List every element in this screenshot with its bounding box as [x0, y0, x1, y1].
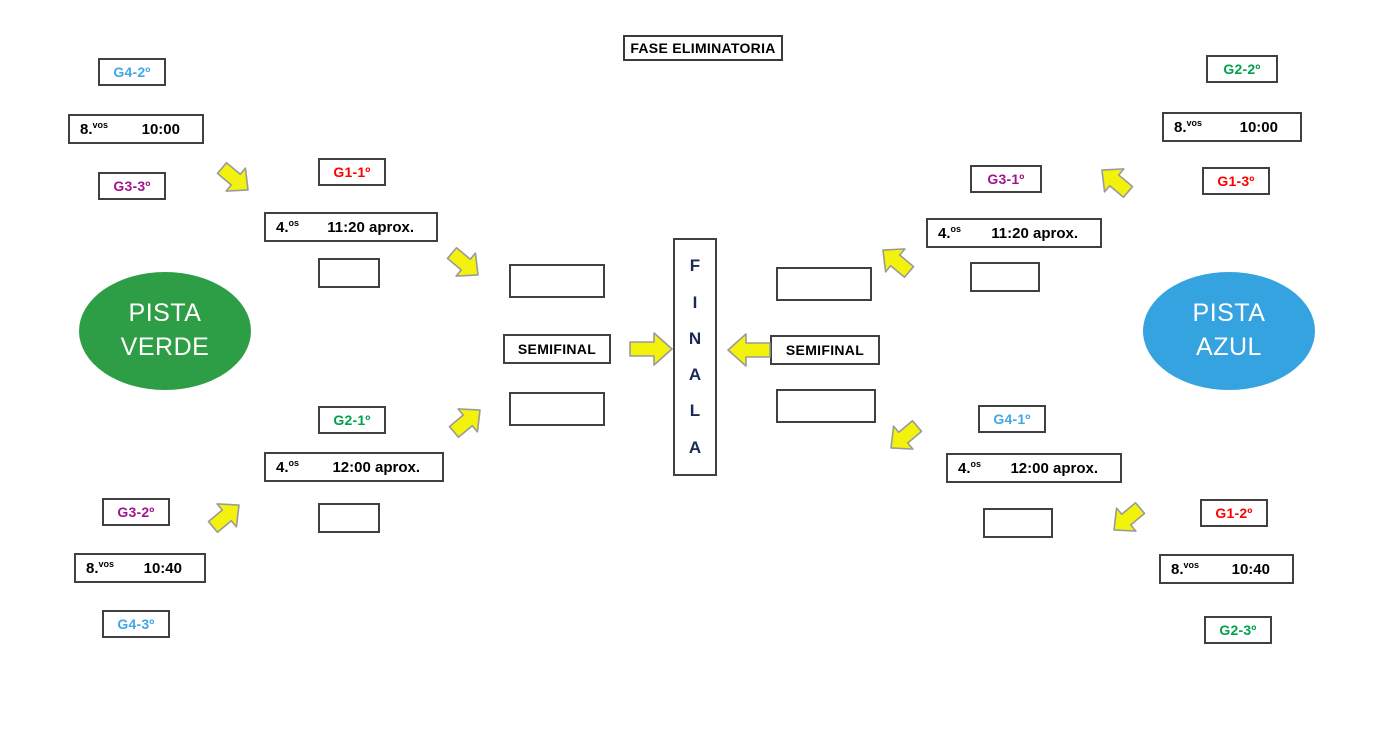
page-title: FASE ELIMINATORIA — [623, 35, 783, 61]
arrow-icon-right-8vos-1 — [1094, 160, 1136, 202]
arrow-icon-right-4os-2 — [883, 416, 925, 458]
match-time: 12:00 aprox. — [332, 458, 420, 476]
match-time: 10:40 — [143, 559, 182, 577]
team-label-right-8vos-1-b[interactable]: G1-3º — [1202, 167, 1270, 195]
arrow-icon-left-4os-2 — [446, 400, 488, 442]
match-right-8vos-1[interactable]: 8.vos 10:00 — [1162, 112, 1302, 142]
team-label-right-4os-2-seed[interactable]: G4-1º — [978, 405, 1046, 433]
match-time: 11:20 aprox. — [327, 218, 414, 236]
slot-right-4os-1-winner[interactable] — [970, 262, 1040, 292]
team-label-left-4os-1-seed[interactable]: G1-1º — [318, 158, 386, 186]
round-label: 4.os — [276, 218, 300, 236]
arrow-icon-left-4os-1 — [444, 243, 486, 285]
final-letter-6: A — [688, 437, 702, 457]
match-right-8vos-2[interactable]: 8.vos 10:40 — [1159, 554, 1294, 584]
team-label-right-4os-1-seed[interactable]: G3-1º — [970, 165, 1042, 193]
final-letter-2: I — [692, 292, 698, 312]
final-column[interactable]: F I N A L A — [673, 238, 717, 476]
arrow-icon-right-to-final — [726, 331, 772, 369]
round-label: 8.vos — [80, 120, 109, 138]
slot-left-semifinal-top[interactable] — [509, 264, 605, 298]
pista-azul-line1: PISTA — [1192, 299, 1266, 328]
final-letter-1: F — [689, 256, 701, 276]
match-right-semifinal[interactable]: SEMIFINAL — [770, 335, 880, 365]
arrow-icon-left-to-final — [628, 330, 674, 368]
team-label-right-8vos-1-a[interactable]: G2-2º — [1206, 55, 1278, 83]
round-label: 4.os — [276, 458, 300, 476]
slot-left-4os-1-winner[interactable] — [318, 258, 380, 288]
pista-azul-badge: PISTA AZUL — [1143, 272, 1315, 390]
arrow-icon-left-8vos-1 — [214, 158, 256, 200]
slot-left-semifinal-bottom[interactable] — [509, 392, 605, 426]
match-left-8vos-1[interactable]: 8.vos 10:00 — [68, 114, 204, 144]
match-time: 10:00 — [141, 120, 180, 138]
team-label-left-8vos-2-a[interactable]: G3-2º — [102, 498, 170, 526]
match-left-8vos-2[interactable]: 8.vos 10:40 — [74, 553, 206, 583]
pista-azul-line2: AZUL — [1196, 333, 1262, 361]
team-label-left-8vos-1-b[interactable]: G3-3º — [98, 172, 166, 200]
slot-right-semifinal-top[interactable] — [776, 267, 872, 301]
round-label: 4.os — [958, 459, 982, 477]
final-letter-3: N — [688, 328, 702, 348]
final-letter-5: L — [689, 401, 701, 421]
match-time: 11:20 aprox. — [991, 224, 1078, 242]
match-right-4os-1[interactable]: 4.os 11:20 aprox. — [926, 218, 1102, 248]
slot-right-4os-2-winner[interactable] — [983, 508, 1053, 538]
arrow-icon-right-8vos-2 — [1106, 498, 1148, 540]
match-time: 12:00 aprox. — [1010, 459, 1098, 477]
match-right-4os-2[interactable]: 4.os 12:00 aprox. — [946, 453, 1122, 483]
match-left-4os-2[interactable]: 4.os 12:00 aprox. — [264, 452, 444, 482]
round-label: 8.vos — [1171, 560, 1200, 578]
final-letter-4: A — [688, 365, 702, 385]
match-time: 10:40 — [1231, 560, 1270, 578]
team-label-left-8vos-1-a[interactable]: G4-2º — [98, 58, 166, 86]
pista-verde-line1: PISTA — [128, 299, 202, 328]
pista-verde-line2: VERDE — [120, 333, 210, 361]
round-label: 8.vos — [1174, 118, 1203, 136]
match-left-semifinal[interactable]: SEMIFINAL — [503, 334, 611, 364]
pista-verde-badge: PISTA VERDE — [79, 272, 251, 390]
arrow-icon-right-4os-1 — [875, 240, 917, 282]
arrow-icon-left-8vos-2 — [205, 495, 247, 537]
round-label: 4.os — [938, 224, 962, 242]
team-label-left-4os-2-seed[interactable]: G2-1º — [318, 406, 386, 434]
match-left-4os-1[interactable]: 4.os 11:20 aprox. — [264, 212, 438, 242]
slot-left-4os-2-winner[interactable] — [318, 503, 380, 533]
team-label-right-8vos-2-b[interactable]: G2-3º — [1204, 616, 1272, 644]
slot-right-semifinal-bottom[interactable] — [776, 389, 876, 423]
match-time: 10:00 — [1239, 118, 1278, 136]
round-label: 8.vos — [86, 559, 115, 577]
team-label-left-8vos-2-b[interactable]: G4-3º — [102, 610, 170, 638]
team-label-right-8vos-2-a[interactable]: G1-2º — [1200, 499, 1268, 527]
